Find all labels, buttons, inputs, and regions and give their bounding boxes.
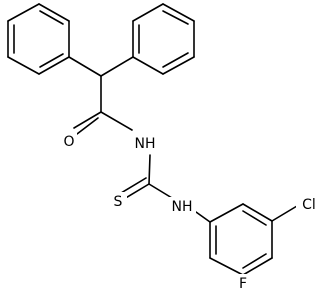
chlorofluorophenyl-ring: [209, 203, 298, 285]
atom-chlorine: Cl: [296, 195, 322, 213]
atom-amide-nh: NH: [132, 134, 158, 152]
atom-sulfur: S: [111, 192, 127, 210]
phenyl-ring-right: [132, 3, 195, 75]
sulfur-label: S: [114, 194, 123, 210]
amide-nh-label: NH: [135, 136, 156, 152]
amine-nh-label: NH: [172, 199, 193, 215]
backbone-bonds: [68, 56, 211, 223]
atom-amine-nh: NH: [168, 197, 196, 215]
oxygen-label: O: [63, 134, 74, 150]
fluorine-label: F: [239, 276, 247, 292]
chlorine-label: Cl: [302, 197, 316, 213]
phenyl-ring-left: [7, 3, 70, 75]
atom-fluorine: F: [236, 274, 250, 292]
atom-oxygen: O: [61, 132, 77, 150]
